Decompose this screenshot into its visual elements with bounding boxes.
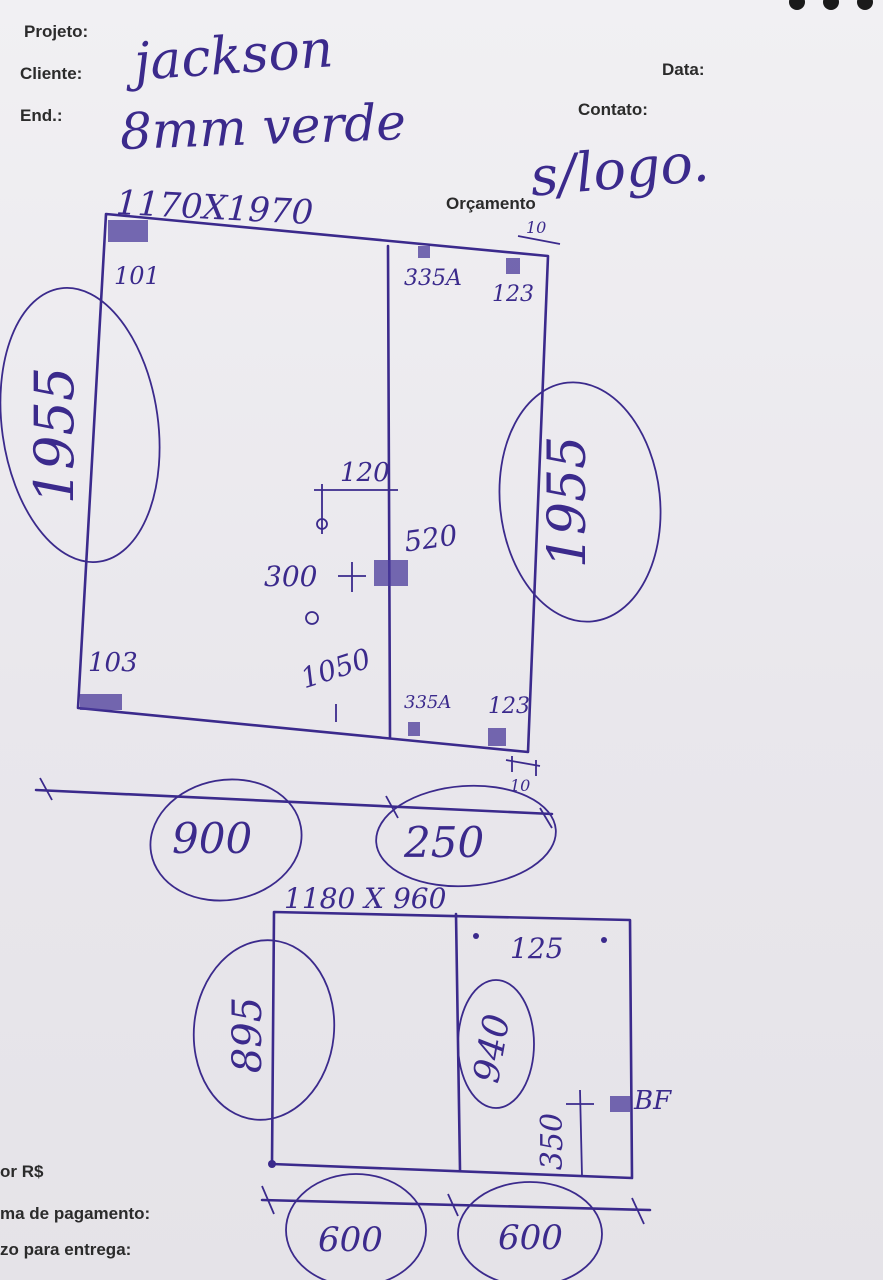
drawing-2: [192, 910, 652, 1280]
dim-120-label: 120: [340, 458, 390, 488]
dim-350-label: 350: [535, 1112, 571, 1171]
fitting-103: [80, 694, 122, 710]
dot-mark: [473, 933, 479, 939]
ellipse-right-height: [498, 381, 662, 623]
ellipse-left-height: [0, 287, 161, 563]
hole-mark: [305, 611, 319, 625]
width-250-label: 250: [404, 818, 485, 867]
panel-divider: [386, 244, 392, 740]
fitting-bf: [610, 1096, 630, 1112]
drawing-1: [0, 212, 662, 902]
hinge-335a-top-label: 335A: [404, 266, 462, 291]
cliente-label: Cliente:: [20, 64, 83, 83]
corner-123-bottom-label: 123: [488, 694, 530, 719]
fitting-123-bottom: [488, 728, 506, 746]
mark-350: [566, 1089, 594, 1177]
ellipse-250: [375, 784, 557, 888]
corner-103-label: 103: [88, 648, 138, 678]
gap-top-label: 10: [526, 218, 547, 237]
panel-outline: [76, 212, 550, 754]
dim-300-label: 300: [264, 560, 318, 593]
corner-101-label: 101: [114, 262, 160, 290]
width-dimension-line: [34, 788, 554, 816]
gap-mark-bottom: [505, 756, 541, 776]
end-label: End.:: [20, 106, 63, 125]
corner-dot: [268, 1160, 276, 1168]
width-600-left-label: 600: [318, 1220, 383, 1260]
gap-bottom-label: 10: [510, 776, 531, 795]
ellipse-940: [457, 979, 535, 1109]
gap-mark-top: [517, 235, 561, 245]
height-895-label: 895: [225, 996, 272, 1074]
height-left-label: 1955: [23, 366, 87, 505]
binder-hole: [823, 0, 839, 10]
hinge-335a-bottom-label: 335A: [404, 692, 452, 713]
ellipse-600-left: [285, 1173, 427, 1280]
width2-dimension-line: [260, 1198, 652, 1212]
contato-label: Contato:: [578, 100, 648, 119]
dimension-ticks: [39, 777, 553, 829]
valor-label: or R$: [0, 1162, 44, 1181]
handle-fitting: [374, 560, 408, 586]
height-right-label: 1955: [538, 435, 599, 569]
dot-mark: [601, 937, 607, 943]
ellipse-900: [149, 778, 303, 902]
orcamento-label: Orçamento: [446, 194, 536, 213]
cross-mark-300: [338, 562, 366, 592]
projeto-label: Projeto:: [24, 22, 89, 41]
pagamento-label: ma de pagamento:: [0, 1204, 151, 1223]
ellipse-600-right: [457, 1181, 603, 1280]
fitting-123-top: [506, 258, 520, 274]
corner-123-top-label: 123: [492, 282, 534, 307]
binder-hole: [857, 0, 873, 10]
fitting-101: [108, 220, 148, 242]
width-900-label: 900: [172, 814, 253, 863]
width-600-right-label: 600: [498, 1218, 563, 1258]
mark-120: [314, 484, 398, 534]
panel2-outline: [270, 910, 634, 1180]
entrega-label: zo para entrega:: [0, 1240, 132, 1259]
size-label-2: 1180 X 960: [284, 882, 447, 915]
bf-label: BF: [634, 1086, 672, 1116]
fitting-335a-bottom: [408, 722, 420, 736]
ellipse-895: [192, 939, 336, 1121]
dimension-ticks: [261, 1185, 645, 1225]
dim-125-label: 125: [510, 932, 564, 965]
hole-mark: [316, 518, 328, 530]
binder-hole: [789, 0, 805, 10]
fitting-335a-top: [418, 246, 430, 258]
data-label: Data:: [662, 60, 705, 79]
binder-holes: [789, 0, 873, 10]
